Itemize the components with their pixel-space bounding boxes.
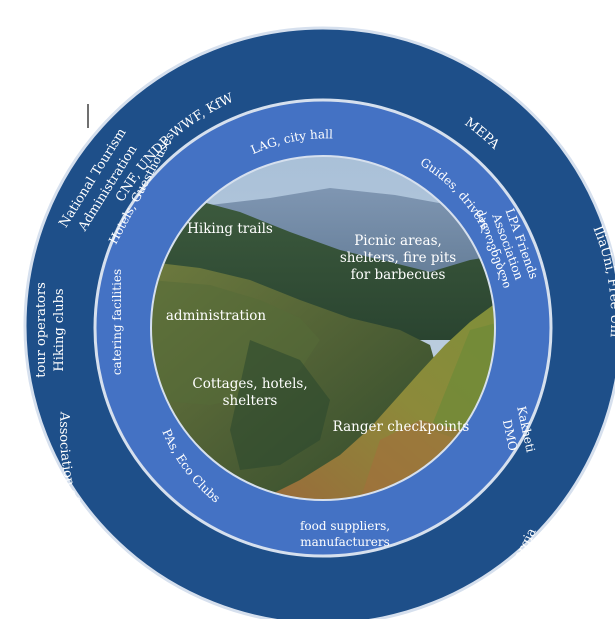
outer-label-tour-operators: tour operators: [34, 282, 49, 378]
mid-label-dmo: DMO: [500, 418, 520, 452]
inner-circle-border: [150, 155, 496, 501]
outer-label-hiking-clubs: Hiking clubs: [52, 288, 67, 371]
inner-label-picnic-line3: for barbecues: [351, 267, 446, 283]
mid-label-food-line1: food suppliers,: [300, 519, 390, 533]
mid-label-catering: catering facilities: [110, 269, 124, 375]
inner-label-picnic-line2: shelters, fire pits: [340, 250, 456, 266]
inner-label-administration: administration: [166, 308, 267, 324]
mid-label-food-line2: manufacturers: [300, 535, 390, 549]
inner-label-ranger: Ranger checkpoints: [333, 419, 470, 435]
inner-label-hiking: Hiking trails: [187, 221, 273, 237]
inner-label-cottages-line2: shelters: [223, 393, 278, 409]
inner-label-picnic-line1: Picnic areas,: [354, 233, 442, 249]
inner-label-cottages-line1: Cottages, hotels,: [192, 376, 307, 392]
